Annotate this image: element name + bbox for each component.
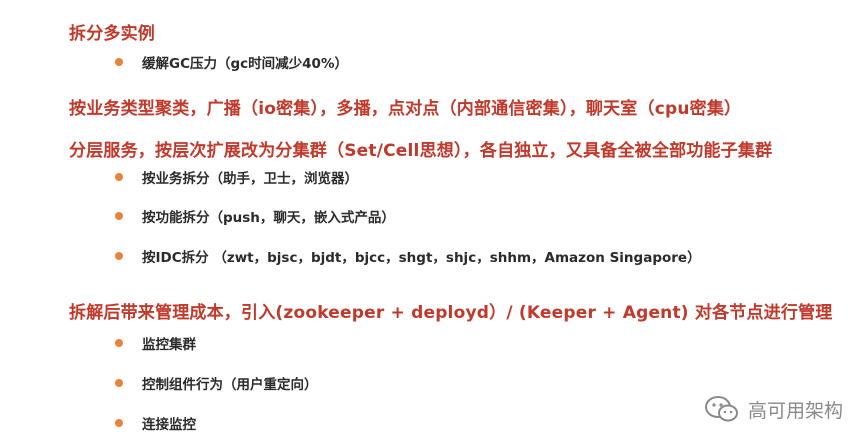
bullet-text: 监控集群 (142, 337, 196, 353)
bullet-dot-icon (115, 173, 123, 181)
watermark: 高可用架构 (704, 395, 843, 423)
heading-business-cluster: 按业务类型聚类，广播（io密集），多播，点对点（内部通信密集），聊天室（cpu密… (69, 99, 742, 119)
bullet-dot-icon (115, 212, 123, 220)
bullet-dot-icon (115, 379, 123, 387)
bullet-gc: 缓解GC压力（gc时间减少40%） (115, 52, 348, 72)
bullet-by-business: 按业务拆分（助手，卫士，浏览器） (115, 167, 358, 187)
heading-management-cost: 拆解后带来管理成本，引入(zookeeper + deployd）/ (Keep… (69, 303, 833, 323)
bullet-dot-icon (115, 419, 123, 427)
bullet-text: 按业务拆分（助手，卫士，浏览器） (142, 171, 358, 187)
bullet-text: 连接监控 (142, 417, 196, 433)
bullet-text: 按功能拆分（push，聊天，嵌入式产品） (142, 210, 395, 226)
bullet-connection-monitor: 连接监控 (115, 413, 196, 433)
bullet-monitor-cluster: 监控集群 (115, 333, 196, 353)
bullet-dot-icon (115, 58, 123, 66)
bullet-dot-icon (115, 339, 123, 347)
bullet-text: 缓解GC压力（gc时间减少40%） (142, 56, 348, 72)
bullet-control-component: 控制组件行为（用户重定向） (115, 373, 318, 393)
bullet-by-function: 按功能拆分（push，聊天，嵌入式产品） (115, 206, 395, 226)
heading-layered-service: 分层服务，按层次扩展改为分集群（Set/Cell思想），各自独立，又具备全被全部… (69, 141, 773, 161)
bullet-text: 控制组件行为（用户重定向） (142, 377, 318, 393)
wechat-icon (704, 396, 738, 422)
heading-split-instances: 拆分多实例 (69, 24, 155, 44)
watermark-text: 高可用架构 (747, 399, 843, 422)
bullet-dot-icon (115, 252, 123, 260)
bullet-by-idc: 按IDC拆分 （zwt，bjsc，bjdt，bjcc，shgt，shjc，shh… (115, 246, 701, 266)
bullet-text: 按IDC拆分 （zwt，bjsc，bjdt，bjcc，shgt，shjc，shh… (142, 250, 701, 266)
